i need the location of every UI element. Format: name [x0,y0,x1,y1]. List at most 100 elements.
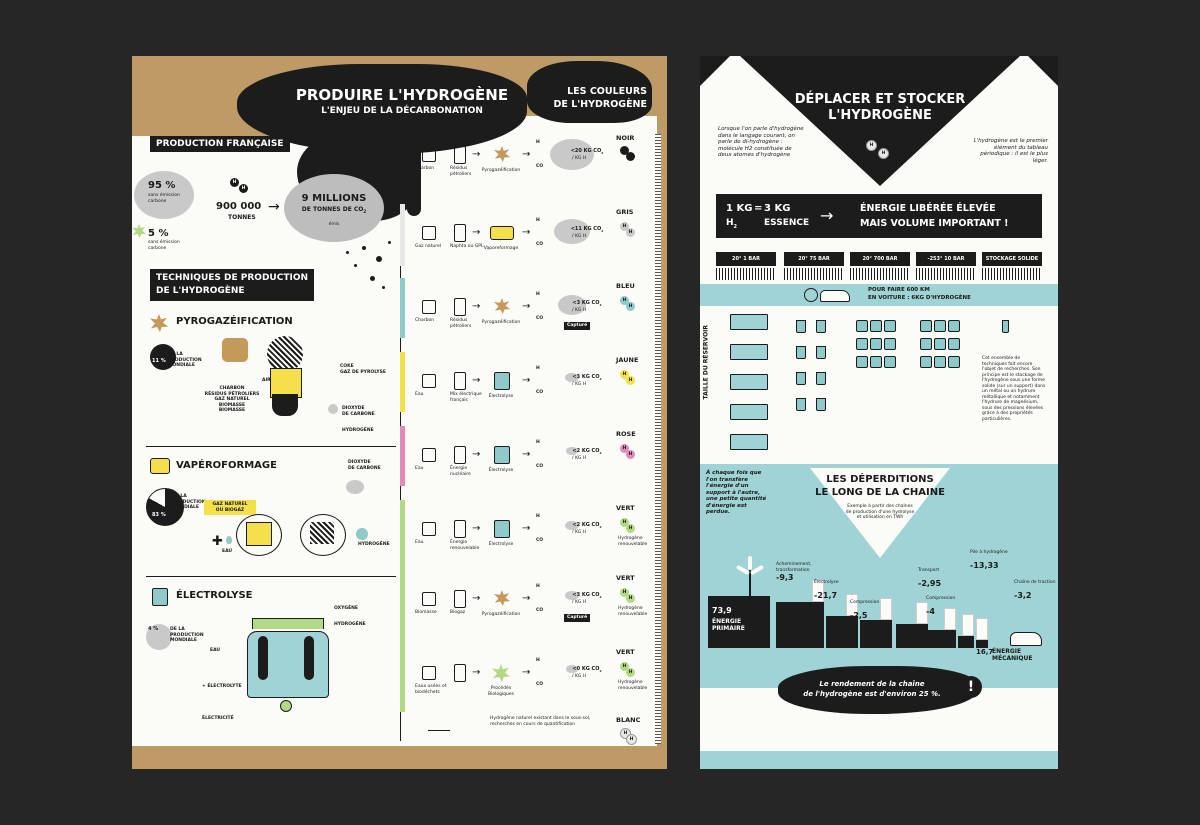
co2-value: <11 KG CO2 [570,226,604,233]
corner-left [700,56,730,86]
arrow-icon: → [522,593,531,604]
arrow-icon: → [472,227,481,238]
storage-state: STOCKAGE SOLIDE [982,252,1042,266]
plus-icon: ✚ [212,534,223,549]
loss-step-block [896,624,928,648]
arrow-icon: → [472,449,481,460]
yield-exclamation: ! [960,676,982,698]
truck-icon [730,374,768,390]
h-atom-icon: H [620,370,629,379]
arrow-icon: → [522,523,531,534]
color-name: VERT [616,648,635,656]
h-atom-icon: H [626,152,635,161]
source-2: Naphta ou GPL [450,244,484,249]
arrow-icon: → [522,149,531,160]
source-2: Énergie nucléaire [450,466,471,477]
loss-step-value: -2,5 [850,611,868,620]
co2-unit: / KG H [572,530,587,535]
co2-value: <2 KG CO2 [572,448,602,455]
pyro-air: AIR [262,378,271,383]
source-2: Résidus pétroliers [450,166,472,177]
co2-out: CO [536,242,544,247]
storage-state: -253° 10 BAR [916,252,976,266]
source-icon [422,666,436,680]
colors-title-2: DE L'HYDROGÈNE [553,99,647,110]
loss-step-block [826,616,858,648]
arrow-icon: → [472,593,481,604]
source-1: Eau [415,466,424,471]
right-title-1: DÉPLACER ET STOCKER [794,92,966,107]
h2-out: H [536,292,540,297]
lightning-icon [280,700,292,712]
loss-step-label: Chaîne de traction [1014,580,1056,585]
car-banner [700,284,1058,306]
co2-unit: / KG H [572,382,587,387]
tonnes-value: 900 000 [216,201,262,212]
co2-cloud [554,219,590,245]
loss-step-block [976,640,988,648]
color-name: VERT [616,574,635,582]
source-icon [422,592,436,606]
process-label: Pyrogazéification [481,612,521,617]
pyro-out1: COKE GAZ DE PYROLYSE [340,364,386,375]
color-name: GRIS [616,208,634,216]
loss-arrow-icon [962,614,974,636]
co2-particle [382,286,385,289]
pyro-title: PYROGAZÉIFICATION [176,316,293,327]
loss-step-label: Transport [918,568,940,573]
pyro-share: DE LA PRODUCTION MONDIALE [168,352,202,368]
primary-label: ÉNERGIE PRIMAIRE [712,618,745,632]
source-1: Charbon [415,166,435,171]
h-atom-icon: H [230,178,239,187]
oil-pump-icon [428,716,450,731]
source-1: Eau [415,392,424,397]
loss-step-block [928,630,956,648]
co2-value: <2 KG CO2 [572,522,602,529]
h-atom-icon: H [866,140,877,151]
elec-electrolyte: + ÉLECTROLYTE [202,684,242,689]
car-2: EN VOITURE : 6KG D'HYDROGÈNE [868,295,971,301]
pyro-out3: HYDROGÈNE [342,428,374,433]
h2-out: H [536,366,540,371]
co2-cloud [566,665,578,674]
source-1: Biomasse [415,610,437,615]
elec-pct: 4 % [148,626,159,632]
divider [146,446,396,447]
storage-state: 20° 700 BAR [850,252,910,266]
process-label: Électrolyse [488,394,514,399]
source-2: Résidus pétroliers [450,318,472,329]
reactor-dome [267,336,303,372]
co2-cloud [558,295,586,315]
h-atom-icon: H [626,668,635,677]
capture-badge: Capturé [564,322,591,330]
loss-arrow-icon [916,602,928,624]
solid-storage-icon [1002,320,1009,333]
process-label: Pyrogazéification [481,168,521,173]
energy-1: ÉNERGIE LIBÉRÉE ÉLEVÉE [860,203,996,214]
bio-icon [492,664,510,682]
capture-badge: Capturé [564,614,591,622]
co2-out: CO [536,390,544,395]
renewable-note: Hydrogène renouvelable [618,536,648,547]
barrel-icon [454,298,466,316]
page-title: PRODUIRE L'HYDROGÈNE [295,86,509,104]
co2-out: CO [536,608,544,613]
loss-arrow-icon [976,618,988,640]
h-atom-icon: H [626,376,635,385]
loss-arrow-icon [846,594,858,616]
scale-ticks [916,268,976,280]
co2-particle [370,276,375,281]
color-name: BLEU [616,282,635,290]
pct95-note: sans émission carbone [148,193,180,204]
co2-particle [388,241,391,244]
co2-out: CO [536,316,544,321]
pyro-out2: DIOXYDE DE CARBONE [342,406,375,417]
process-label: Procédés Biologiques [487,686,515,697]
h-atom-icon: H [626,524,635,533]
vapo-pct: 83 % [152,512,166,518]
vapo-water: EAU [222,549,233,554]
loss-step-label: Compression [926,596,956,601]
vapo-h2: HYDROGÈNE [358,542,390,547]
